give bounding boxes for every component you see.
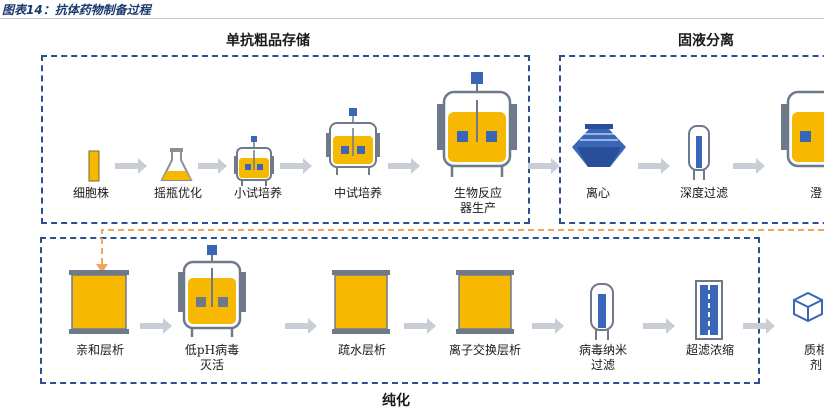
low-ph-vessel-icon — [178, 245, 246, 337]
arrow-6 — [638, 158, 670, 174]
step-label-virus-filtration: 病毒纳米 过滤 — [579, 343, 627, 373]
virus-nanofilter-icon — [590, 283, 614, 340]
clarification-tank-icon — [781, 90, 824, 168]
depth-filter-icon — [688, 125, 710, 180]
shake-flask-icon — [160, 148, 193, 181]
row1-arrows — [115, 158, 765, 174]
arrow-1 — [115, 158, 147, 174]
step-label-bioreactor: 生物反应 器生产 — [454, 186, 502, 216]
arrow-10 — [404, 318, 436, 334]
separation-box — [559, 55, 824, 224]
affinity-column-icon — [69, 270, 129, 334]
step-label-bioreactor-line2: 器生产 — [459, 201, 497, 215]
step-label-pilot-scale: 中试培养 — [333, 186, 383, 200]
step-label-qc: 质相 剂 — [804, 343, 824, 373]
section-label-storage: 单抗粗品存储 — [226, 33, 310, 49]
figure-title: 图表14：抗体药物制备过程 — [2, 3, 151, 17]
arrow-9 — [285, 318, 317, 334]
arrow-3 — [280, 158, 312, 174]
step-label-low-ph-line1: 低pH病毒 — [184, 343, 240, 357]
purification-box — [40, 237, 760, 384]
step-label-low-ph-line2: 灭活 — [199, 358, 224, 372]
row-connector-arrowhead — [96, 264, 108, 273]
section-label-separation: 固液分离 — [678, 33, 734, 49]
ultrafiltration-icon — [695, 280, 723, 340]
arrow-11 — [532, 318, 564, 334]
step-label-depth-filter: 深度过滤 — [679, 186, 729, 200]
step-label-bioreactor-line1: 生物反应 — [453, 186, 503, 200]
arrow-2 — [198, 158, 227, 174]
step-label-ion-exchange: 离子交换层析 — [448, 343, 522, 357]
arrow-8 — [140, 318, 172, 334]
pilot-fermenter-icon — [326, 108, 380, 175]
arrow-5 — [528, 158, 560, 174]
title-rule — [0, 18, 824, 19]
process-diagram — [69, 72, 824, 340]
step-label-cell-line: 细胞株 — [72, 186, 110, 200]
centrifuge-icon — [572, 124, 626, 167]
step-label-ultrafiltration: 超滤浓缩 — [685, 343, 735, 357]
step-label-qc-line1: 质相 — [803, 343, 824, 357]
small-fermenter-icon — [234, 136, 274, 186]
step-label-qc-line2: 剂 — [809, 358, 823, 372]
row2-arrows — [140, 318, 775, 334]
step-label-small-scale: 小试培养 — [233, 186, 283, 200]
arrow-7 — [733, 158, 765, 174]
step-label-clarification: 澄 — [809, 186, 823, 200]
cell-line-vial-icon — [88, 150, 100, 182]
step-label-hydrophobic: 疏水层析 — [337, 343, 387, 357]
step-label-centrifuge: 离心 — [585, 186, 611, 200]
step-label-virus-line1: 病毒纳米 — [578, 343, 628, 357]
step-label-affinity: 亲和层析 — [75, 343, 125, 357]
step-label-shake-flask: 摇瓶优化 — [153, 186, 203, 200]
qc-boxes-icon — [793, 291, 823, 323]
storage-box — [41, 55, 530, 224]
step-label-low-ph: 低pH病毒 灭活 — [185, 343, 239, 373]
step-label-virus-line2: 过滤 — [590, 358, 616, 372]
arrow-12 — [643, 318, 675, 334]
row-connector — [101, 229, 824, 266]
ion-exchange-column-icon — [456, 270, 514, 334]
arrow-4 — [388, 158, 420, 174]
bioreactor-icon — [437, 72, 517, 177]
arrow-13 — [743, 318, 775, 334]
hydrophobic-column-icon — [332, 270, 390, 334]
